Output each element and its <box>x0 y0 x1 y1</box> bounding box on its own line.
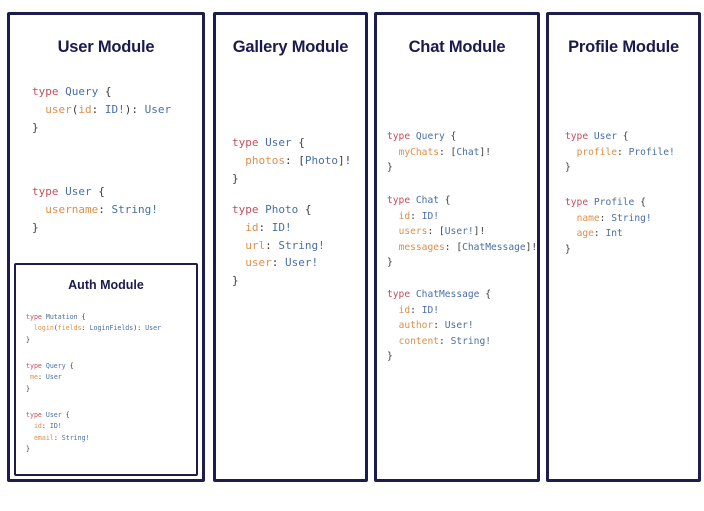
panel-title-profile-module: Profile Module <box>568 38 679 56</box>
subpanel-auth-module[interactable]: Auth Module type Mutation { login(fields… <box>14 263 198 476</box>
code-block-gallery-photo: type Photo { id: ID! url: String! user: … <box>232 203 325 288</box>
panel-user-module[interactable]: User Module type Query { user(id: ID!): … <box>7 12 205 482</box>
code-block-auth-user: type User { id: ID! email: String! } <box>26 411 90 453</box>
code-block-chat-message: type ChatMessage { id: ID! author: User!… <box>387 289 491 363</box>
code-block-chat-chat: type Chat { id: ID! users: [User!]! mess… <box>387 195 538 269</box>
code-block-user-type: type User { username: String! } <box>32 185 158 234</box>
code-block-gallery-user: type User { photos: [Photo]! } <box>232 136 352 185</box>
code-block-profile-user: type User { profile: Profile! } <box>565 131 675 174</box>
panel-chat-module[interactable]: Chat Module type Query { myChats: [Chat]… <box>374 12 540 482</box>
panel-profile-module[interactable]: Profile Module type User { profile: Prof… <box>546 12 701 482</box>
panel-gallery-module[interactable]: Gallery Module type User { photos: [Phot… <box>213 12 368 482</box>
code-block-chat-query: type Query { myChats: [Chat]! } <box>387 131 491 174</box>
panel-title-auth-module: Auth Module <box>68 278 144 292</box>
panel-title-gallery-module: Gallery Module <box>232 38 349 56</box>
code-block-auth-query: type Query { me: User } <box>26 362 74 393</box>
panel-title-user-module: User Module <box>57 38 155 56</box>
code-block-user-query: type Query { user(id: ID!): User } <box>32 85 172 134</box>
code-block-profile-profile: type Profile { name: String! age: Int } <box>565 197 652 255</box>
panel-title-chat-module: Chat Module <box>408 38 506 56</box>
code-block-auth-mutation: type Mutation { login(fields: LoginField… <box>26 313 162 344</box>
